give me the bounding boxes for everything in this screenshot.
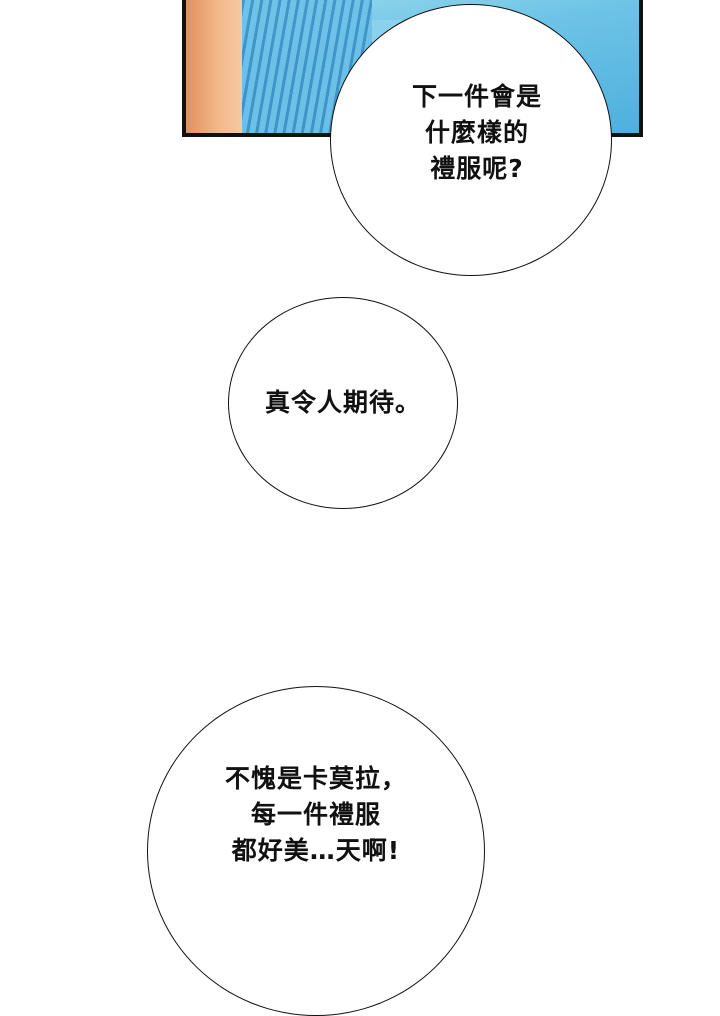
character-arm — [186, 0, 242, 133]
speech-bubble-1-text: 下一件會是 什麼樣的 禮服呢? — [411, 82, 542, 183]
speech-bubble-2-text: 真令人期待。 — [264, 388, 421, 417]
speech-bubble-3: 不愧是卡莫拉， 每一件禮服 都好美…天啊! — [147, 686, 485, 1016]
speech-bubble-2: 真令人期待。 — [228, 297, 458, 509]
speech-bubble-3-text: 不愧是卡莫拉， 每一件禮服 都好美…天啊! — [224, 764, 407, 865]
speech-bubble-1: 下一件會是 什麼樣的 禮服呢? — [330, 4, 612, 276]
